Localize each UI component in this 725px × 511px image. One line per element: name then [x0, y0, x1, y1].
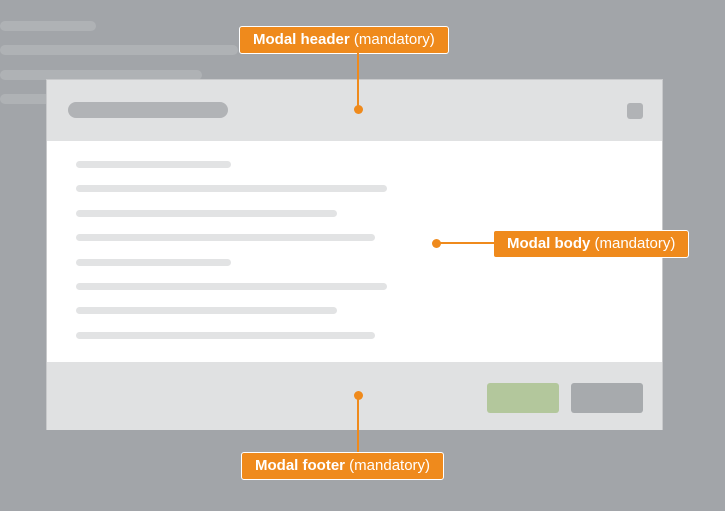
background-text-line — [0, 94, 60, 104]
body-text-line — [76, 185, 387, 192]
body-text-line — [76, 259, 231, 266]
body-text-line — [76, 307, 337, 314]
modal-footer-label: Modal footer — [255, 457, 345, 474]
background-text-line — [0, 21, 96, 31]
modal-body-connector — [438, 242, 494, 244]
primary-button[interactable] — [487, 383, 559, 413]
modal-body-label: Modal body — [507, 235, 591, 252]
body-text-line — [76, 332, 375, 339]
body-text-line — [76, 161, 231, 168]
secondary-button[interactable] — [571, 383, 643, 413]
modal-footer — [47, 362, 662, 430]
modal-footer-note: (mandatory) — [349, 457, 431, 474]
modal-header-callout: Modal header (mandatory) — [239, 26, 449, 54]
modal-footer-connector — [357, 398, 359, 453]
modal-title-placeholder — [68, 102, 228, 118]
modal-body-note: (mandatory) — [594, 235, 676, 252]
modal-body-callout: Modal body (mandatory) — [493, 230, 690, 258]
modal-header-connector — [357, 53, 359, 107]
modal-footer-marker — [354, 391, 363, 400]
close-icon[interactable] — [627, 103, 643, 119]
body-text-line — [76, 210, 337, 217]
body-text-line — [76, 234, 375, 241]
modal-header-note: (mandatory) — [353, 31, 435, 48]
modal-body-marker — [432, 239, 441, 248]
modal-header-label: Modal header — [253, 31, 350, 48]
background-text-line — [0, 70, 202, 80]
background-text-line — [0, 45, 238, 55]
modal-footer-callout: Modal footer (mandatory) — [241, 452, 445, 480]
modal-header-marker — [354, 105, 363, 114]
body-text-line — [76, 283, 387, 290]
